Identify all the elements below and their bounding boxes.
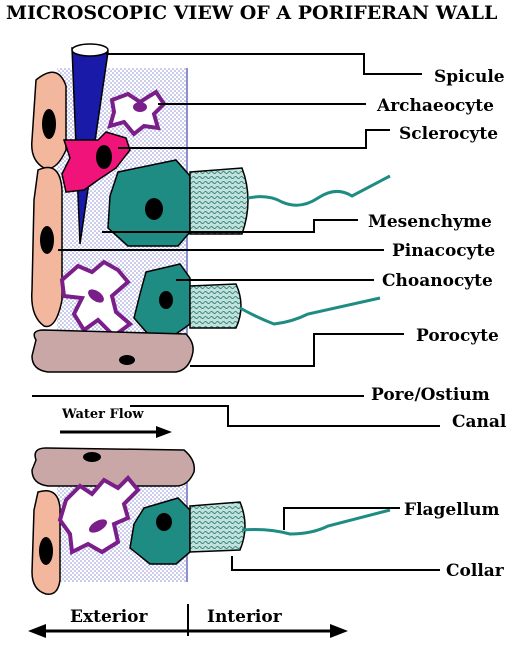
label-spicule: Spicule [434, 67, 505, 87]
label-interior: Interior [207, 607, 283, 627]
axis-arrow-left [28, 624, 46, 638]
porocyte-upper [31, 329, 194, 373]
label-exterior: Exterior [70, 607, 149, 627]
label-choanocyte: Choanocyte [382, 271, 493, 291]
label-collar: Collar [446, 561, 505, 581]
page-title: MICROSCOPIC VIEW OF A PORIFERAN WALL [6, 2, 497, 24]
porocyte-leader [190, 333, 404, 367]
choanocyte-2-nucleus [159, 291, 173, 309]
label-pinacocyte: Pinacocyte [392, 241, 495, 261]
water-flow-arrow-head [156, 426, 172, 438]
collar-2 [189, 283, 242, 329]
choanocyte-1-nucleus [145, 198, 163, 220]
archaeocyte-2-nucleus [88, 289, 104, 303]
sclerocyte-nucleus [96, 145, 112, 169]
choanocyte-3 [129, 497, 191, 565]
label-flagellum: Flagellum [404, 500, 500, 520]
pinacocyte-nucleus-3 [39, 537, 53, 565]
label-canal: Canal [452, 412, 507, 432]
axis-arrow-right [330, 624, 348, 638]
porocyte-upper-nucleus [119, 355, 135, 365]
collar-leader [231, 556, 440, 571]
pinacocyte-nucleus-1 [42, 109, 56, 139]
flagellum-1 [247, 174, 391, 207]
archaeocyte-cell-3 [57, 475, 141, 556]
label-archaeocyte: Archaeocyte [376, 96, 494, 116]
spicule-leader [106, 53, 422, 75]
sclerocyte-cell [61, 131, 131, 193]
label-pore-ostium: Pore/Ostium [371, 385, 490, 405]
collar-1 [189, 167, 249, 235]
label-porocyte: Porocyte [416, 326, 499, 346]
canal-leader [130, 405, 440, 427]
label-mesenchyme: Mesenchyme [368, 212, 492, 232]
porocyte-lower [31, 447, 196, 487]
porocyte-lower-nucleus [83, 452, 101, 462]
flagellum-leader [283, 507, 400, 530]
archaeocyte-3-nucleus [88, 519, 108, 533]
mesenchyme-leader [102, 219, 358, 233]
sclerocyte-leader [118, 129, 390, 149]
flagellum-2 [239, 296, 381, 326]
archaeocyte-nucleus [133, 102, 147, 112]
pinacocyte-nucleus-2 [40, 226, 54, 254]
spicule-tip [71, 43, 109, 57]
collar-3 [189, 501, 246, 553]
water-flow-label: Water Flow [61, 407, 144, 422]
flagellum-3 [241, 508, 391, 536]
label-sclerocyte: Sclerocyte [399, 124, 498, 144]
choanocyte-3-nucleus [156, 513, 172, 531]
